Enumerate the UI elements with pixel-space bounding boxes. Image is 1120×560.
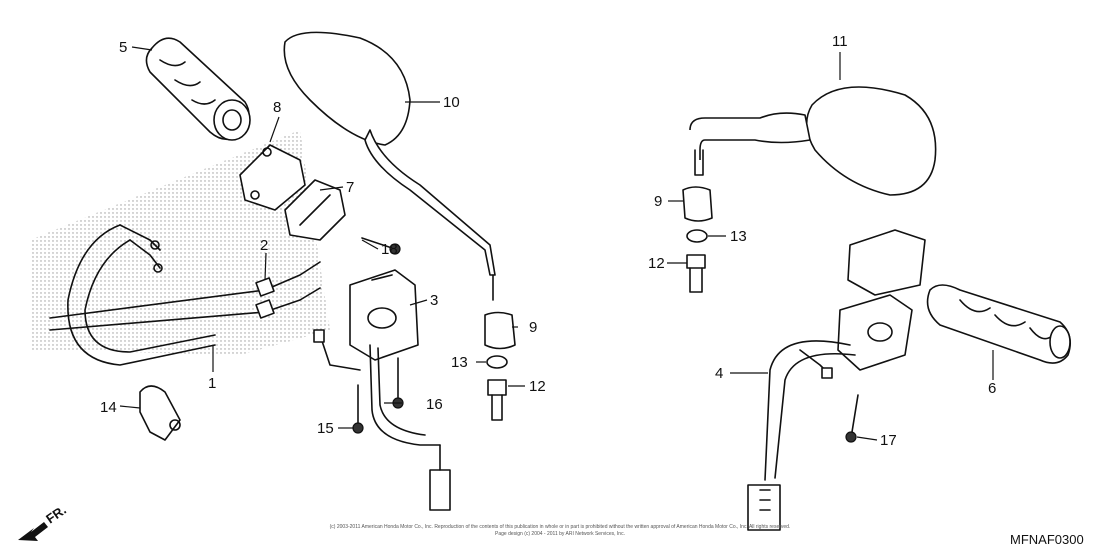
callout-7: 7 [346,179,354,196]
right-grip [926,284,1071,364]
callout-6: 6 [988,380,996,397]
callout-4: 4 [715,365,723,382]
callout-10: 10 [443,94,460,111]
screw-17 [845,394,859,443]
callout-5: 5 [119,39,127,56]
fr-label: FR. [43,502,69,526]
callout-12-right: 12 [648,255,665,272]
right-mirror [689,86,937,196]
callout-13-right: 13 [730,228,747,245]
copyright-line-1: (c) 2003-2011 American Honda Motor Co., … [330,524,791,530]
diagram-code: MFNAF0300 [1010,532,1084,547]
callout-18: 18 [381,241,398,258]
copyright-line-2: Page design (c) 2004 - 2011 by ARI Netwo… [495,531,625,537]
front-direction-arrow: FR. [18,502,69,541]
callout-15: 15 [317,420,334,437]
right-adapter-parts [682,186,713,293]
throttle-housing [239,144,346,241]
callout-16: 16 [426,396,443,413]
bolt-18 [361,237,401,255]
callout-17: 17 [880,432,897,449]
left-adapter-parts [484,311,516,421]
left-grip [145,37,251,141]
callout-2: 2 [260,237,268,254]
throttle-cables [67,224,216,366]
clamp-14 [139,385,181,441]
callout-13-left: 13 [451,354,468,371]
callout-12-left: 12 [529,378,546,395]
right-switch [747,229,926,531]
callout-14: 14 [100,399,117,416]
callout-3: 3 [430,292,438,309]
left-mirror [283,31,496,301]
callout-1: 1 [208,375,216,392]
callout-9-right: 9 [654,193,662,210]
left-switch [313,269,451,511]
callout-8: 8 [273,99,281,116]
callout-9-left: 9 [529,319,537,336]
leader-lines [119,46,994,441]
callout-11: 11 [832,33,848,50]
adjuster-cables [49,261,321,331]
